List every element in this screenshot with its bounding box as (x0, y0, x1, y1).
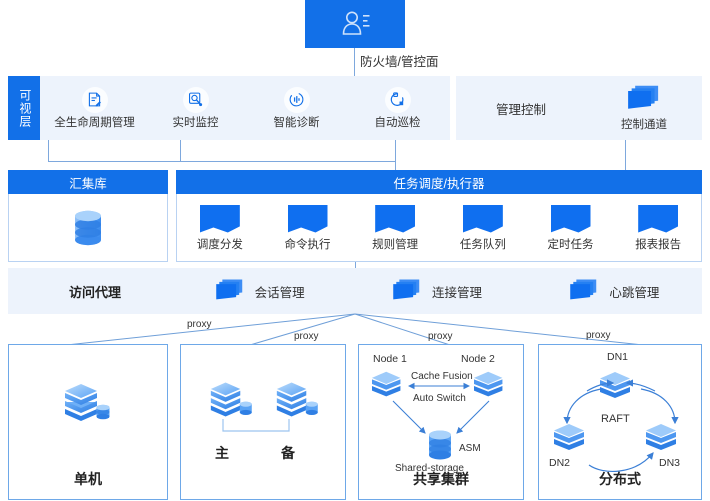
deployment-title-distributed: 分布式 (599, 471, 641, 487)
vis-item-lifecycle[interactable]: 全生命周期管理 (44, 76, 145, 140)
server-stack-icon (273, 377, 323, 423)
server-stack-icon (551, 419, 595, 457)
scheduler-item-report[interactable]: 报表报告 (614, 194, 702, 262)
dn3-label: DN3 (659, 457, 681, 469)
control-channel-item[interactable]: 控制通道 (586, 76, 702, 140)
primary-label: 主 (215, 445, 229, 461)
vis-bracket-horizontal (48, 161, 396, 162)
document-lifecycle-icon (81, 86, 108, 113)
vis-item-label: 自动巡检 (374, 116, 421, 129)
user-entry-box (305, 0, 405, 48)
flag-icon (550, 204, 591, 233)
vis-item-label: 实时监控 (172, 116, 219, 129)
proxy-item-label: 会话管理 (254, 285, 305, 300)
server-stack-icon (471, 367, 513, 403)
vis-bracket-right (395, 140, 396, 172)
scheduler-item-task-queue[interactable]: 任务队列 (439, 194, 527, 262)
proxy-item-label: 连接管理 (431, 285, 482, 300)
visualization-layer-items: 全生命周期管理 实时监控 智 (44, 76, 448, 140)
server-stack-icon (643, 419, 687, 457)
raft-ring-arrows (563, 379, 679, 472)
server-stack-icon (61, 378, 115, 428)
management-control-panel (456, 76, 702, 140)
deployment-title-standalone: 单机 (74, 471, 102, 487)
scheduler-item-label: 规则管理 (372, 238, 419, 251)
scheduler-item-label: 调度分发 (196, 238, 243, 251)
vis-item-auto-inspection[interactable]: 自动巡检 (347, 76, 448, 140)
vis-bracket-middle (180, 140, 181, 162)
diagnostic-pulse-icon (283, 86, 310, 113)
proxy-item-heartbeat[interactable]: 心跳管理 (525, 268, 702, 314)
node2-label: Node 2 (461, 353, 495, 365)
scheduler-item-dispatch[interactable]: 调度分发 (176, 194, 264, 262)
repository-header: 汇集库 (8, 170, 168, 194)
proxy-line-label: proxy (187, 319, 212, 330)
node1-label: Node 1 (373, 353, 407, 365)
access-proxy-items: 会话管理 连接管理 心跳管理 (170, 268, 702, 314)
vis-item-realtime-monitor[interactable]: 实时监控 (145, 76, 246, 140)
proxy-item-session[interactable]: 会话管理 (170, 268, 347, 314)
deployment-box-distributed: DN1 (538, 344, 702, 500)
deployment-box-shared-cluster: Node 1 Node 2 Cache Fusion Auto Switch (358, 344, 524, 500)
flag-icon (375, 204, 416, 233)
stacked-layers-icon (390, 278, 424, 304)
shared-storage-label: Shared-storage (395, 463, 464, 474)
management-control-title: 管理控制 (495, 102, 546, 117)
scheduler-item-scheduled-task[interactable]: 定时任务 (527, 194, 615, 262)
stacked-layers-icon (624, 84, 664, 114)
dn2-label: DN2 (549, 457, 571, 469)
vis-bracket-left (48, 140, 49, 162)
scheduler-item-label: 定时任务 (547, 238, 594, 251)
visualization-layer-panel (8, 76, 450, 140)
deployment-box-standalone: 单机 (8, 344, 168, 500)
control-channel-connector-line (625, 140, 626, 172)
scheduler-item-command-exec[interactable]: 命令执行 (264, 194, 352, 262)
scheduler-items: 调度分发 命令执行 规则管理 任务队列 定时任务 报表报告 (176, 194, 702, 262)
scheduler-item-label: 任务队列 (459, 238, 506, 251)
scheduler-item-rule-mgmt[interactable]: 规则管理 (351, 194, 439, 262)
scheduler-item-label: 报表报告 (635, 238, 682, 251)
proxy-line-label: proxy (294, 331, 319, 342)
dn1-label: DN1 (607, 351, 629, 363)
server-stack-icon (207, 377, 257, 423)
asm-label: ASM (459, 443, 481, 454)
primary-standby-link (222, 419, 290, 432)
flag-icon (638, 204, 679, 233)
flag-icon (199, 204, 240, 233)
repository-body (8, 194, 168, 262)
stacked-layers-icon (213, 278, 247, 304)
proxy-item-connection[interactable]: 连接管理 (347, 268, 524, 314)
visualization-layer-tag: 可视层 (8, 76, 40, 140)
cache-fusion-label: Cache Fusion (411, 371, 473, 382)
vis-item-label: 全生命周期管理 (54, 116, 135, 129)
firewall-label: 防火墙/管控面 (360, 55, 439, 69)
user-avatar-icon (338, 8, 372, 40)
deployment-title-shared-cluster: 共享集群 (413, 471, 469, 487)
proxy-line-label: proxy (586, 330, 611, 341)
raft-label: RAFT (601, 413, 630, 425)
firewall-connector-line (354, 48, 355, 78)
access-proxy-title: 访问代理 (68, 284, 121, 300)
auto-refresh-icon (384, 86, 411, 113)
database-cylinder-icon (425, 429, 455, 463)
scheduler-item-label: 命令执行 (284, 238, 331, 251)
search-monitor-icon (182, 86, 209, 113)
database-cylinder-icon (71, 208, 105, 248)
control-channel-label: 控制通道 (621, 119, 667, 131)
vis-item-label: 智能诊断 (273, 116, 320, 129)
flag-icon (462, 204, 503, 233)
standby-label: 备 (281, 445, 295, 461)
shared-cluster-arrows (392, 382, 490, 434)
stacked-layers-icon (567, 278, 601, 304)
vis-item-smart-diagnosis[interactable]: 智能诊断 (246, 76, 347, 140)
flag-icon (287, 204, 328, 233)
scheduler-header: 任务调度/执行器 (176, 170, 702, 194)
proxy-line-label: proxy (428, 331, 453, 342)
auto-switch-label: Auto Switch (413, 393, 466, 404)
proxy-item-label: 心跳管理 (609, 285, 660, 300)
deployment-box-primary-standby: 主 备 (180, 344, 346, 500)
server-stack-icon (369, 367, 411, 403)
